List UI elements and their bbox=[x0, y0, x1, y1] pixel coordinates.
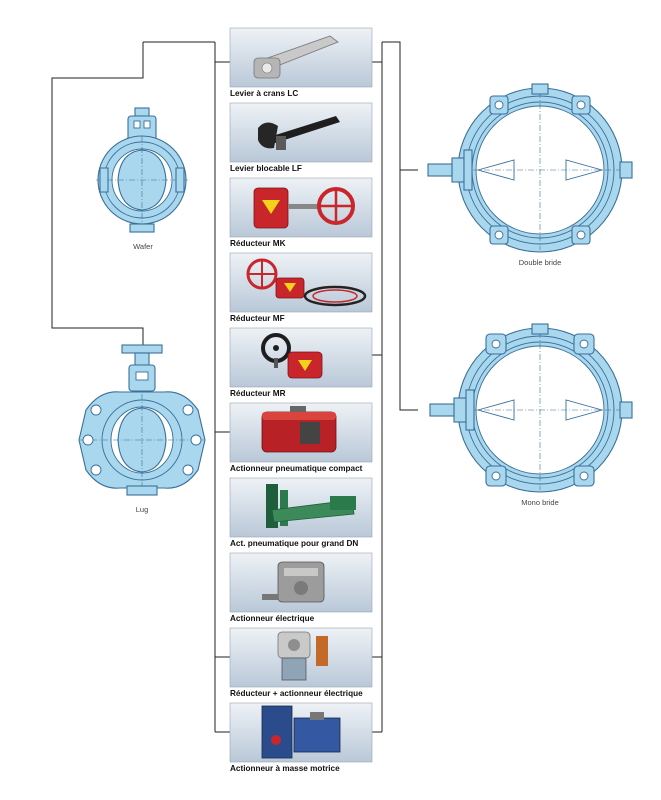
actuator-item-electrique: Actionneur électrique bbox=[229, 552, 373, 623]
actuator-label: Réducteur + actionneur électrique bbox=[230, 689, 363, 698]
actuator-item-reducteur-mf: Réducteur MF bbox=[229, 252, 373, 323]
actuator-label: Actionneur pneumatique compact bbox=[230, 464, 363, 473]
actuator-item-pneumatique-grand-dn: Act. pneumatique pour grand DN bbox=[229, 477, 373, 548]
double-bride-caption: Double bride bbox=[519, 258, 562, 267]
gearbox-electric-actuator-icon bbox=[277, 631, 328, 681]
lockable-lever-icon bbox=[258, 116, 340, 150]
double-flange-valve-body: Double bride bbox=[427, 83, 633, 267]
actuator-label: Réducteur MK bbox=[230, 239, 286, 248]
actuator-label: Réducteur MF bbox=[230, 314, 285, 323]
gearbox-mf-icon bbox=[246, 258, 367, 307]
counterweight-actuator-icon bbox=[261, 705, 341, 759]
actuator-label: Levier blocable LF bbox=[230, 164, 302, 173]
actuator-item-reducteur-electrique: Réducteur + actionneur électrique bbox=[229, 627, 373, 698]
connector-lines bbox=[51, 41, 418, 733]
actuator-options: Levier à crans LC Levier blocable LF bbox=[229, 27, 373, 773]
actuator-item-reducteur-mr: Réducteur MR bbox=[229, 327, 373, 398]
notched-lever-icon bbox=[253, 35, 339, 79]
actuator-label: Réducteur MR bbox=[230, 389, 286, 398]
gearbox-mk-icon bbox=[253, 187, 355, 229]
wafer-valve-body: Wafer bbox=[96, 107, 188, 251]
lug-caption: Lug bbox=[136, 505, 149, 514]
actuator-item-levier-blocable: Levier blocable LF bbox=[229, 102, 373, 173]
actuator-item-levier-crans: Levier à crans LC bbox=[229, 27, 373, 98]
actuator-item-reducteur-mk: Réducteur MK bbox=[229, 177, 373, 248]
electric-actuator-icon bbox=[262, 561, 325, 603]
actuator-label: Levier à crans LC bbox=[230, 89, 298, 98]
actuator-item-pneumatique-compact: Actionneur pneumatique compact bbox=[229, 402, 373, 473]
actuator-label: Act. pneumatique pour grand DN bbox=[230, 539, 358, 548]
compact-pneumatic-actuator-icon bbox=[261, 406, 337, 453]
actuator-item-masse-motrice: Actionneur à masse motrice bbox=[229, 702, 373, 773]
lug-valve-body: Lug bbox=[78, 344, 206, 514]
large-dn-pneumatic-actuator-icon bbox=[266, 484, 356, 528]
wafer-caption: Wafer bbox=[133, 242, 153, 251]
actuator-label: Actionneur à masse motrice bbox=[230, 764, 340, 773]
actuator-label: Actionneur électrique bbox=[230, 614, 315, 623]
mono-flange-valve-body: Mono bride bbox=[429, 323, 633, 507]
gearbox-mr-icon bbox=[261, 333, 323, 379]
mono-bride-caption: Mono bride bbox=[521, 498, 559, 507]
